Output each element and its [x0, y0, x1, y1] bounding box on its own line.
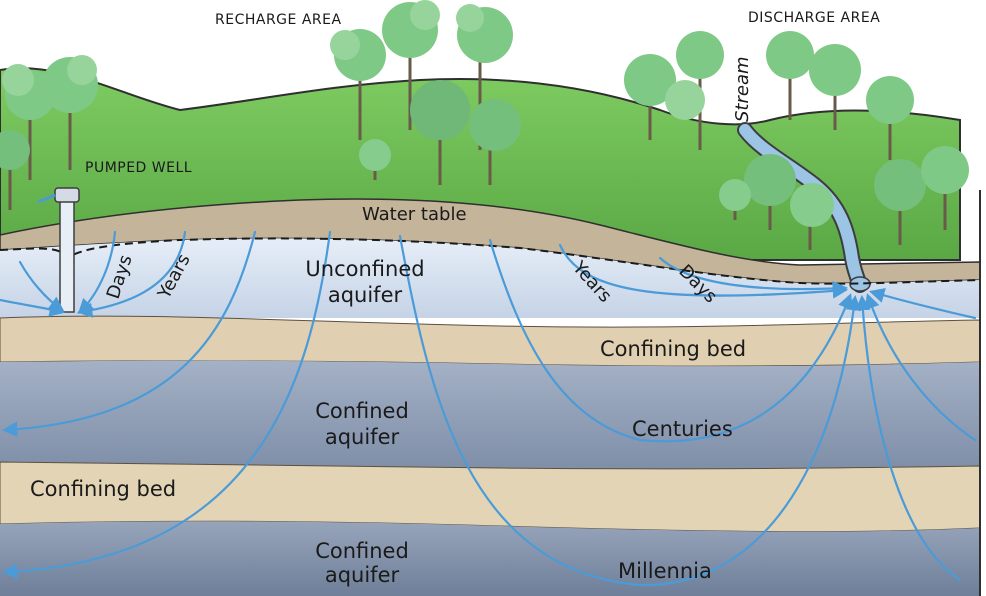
flow-line: [1, 230, 257, 437]
stream-label: Stream: [732, 56, 753, 122]
tree-icon: [2, 64, 55, 180]
recharge-area-label: RECHARGE AREA: [215, 12, 342, 28]
tree-icon: [719, 179, 751, 220]
flow-line: [1, 230, 332, 580]
discharge-area-label: DISCHARGE AREA: [748, 10, 880, 26]
flow-line: [76, 230, 187, 318]
flow-line: [658, 256, 849, 297]
flow-line: [864, 293, 977, 442]
flow-line: [855, 294, 962, 582]
tree-icon: [330, 29, 386, 140]
flow-line: [398, 234, 862, 587]
tree-icon: [42, 55, 98, 170]
pumped-well-label: PUMPED WELL: [85, 160, 192, 176]
confined-aquifer-upper: [0, 360, 980, 469]
confining-bed-lower-label: Confining bed: [30, 477, 176, 501]
tree-icon: [766, 31, 814, 120]
tree-icon: [744, 154, 796, 230]
tree-icon: [0, 130, 30, 210]
tree-icon: [624, 54, 676, 140]
flow-lines: [0, 230, 977, 587]
water-table-label: Water table: [362, 204, 467, 225]
tree-icon: [866, 76, 914, 160]
tree-icon: [665, 31, 724, 150]
confined-aquifer-lower: [0, 521, 980, 596]
pumped-well-icon: [37, 187, 80, 313]
confined-aquifer-upper-label-line2: aquifer: [325, 425, 400, 449]
confined-aquifer-lower-label-line1: Confined: [315, 539, 409, 563]
confined-aquifer-upper-label-line1: Confined: [315, 399, 409, 423]
tree-icon: [469, 99, 521, 185]
tree-icon: [410, 80, 470, 185]
tree-icon: [359, 139, 391, 180]
tree-icon: [809, 44, 861, 130]
confining-bed-upper-label: Confining bed: [600, 337, 746, 361]
tree-icon: [382, 0, 440, 130]
unconfined-aquifer: [0, 238, 980, 318]
flow-line: [0, 298, 65, 317]
trees: [0, 0, 969, 250]
water-table-line: [0, 237, 981, 285]
tree-icon: [921, 146, 969, 230]
tree-icon: [874, 159, 926, 245]
millennia-label: Millennia: [618, 559, 712, 583]
tree-icon: [790, 183, 834, 250]
unconfined-aquifer-label-line2: aquifer: [328, 283, 403, 307]
tree-icon: [456, 4, 513, 150]
flow-line: [488, 238, 853, 443]
unconfined-aquifer-label-line1: Unconfined: [305, 257, 424, 281]
confined-aquifer-lower-label-line2: aquifer: [325, 563, 400, 587]
centuries-label: Centuries: [632, 417, 733, 441]
flow-line: [558, 243, 849, 299]
flow-line: [869, 287, 977, 320]
